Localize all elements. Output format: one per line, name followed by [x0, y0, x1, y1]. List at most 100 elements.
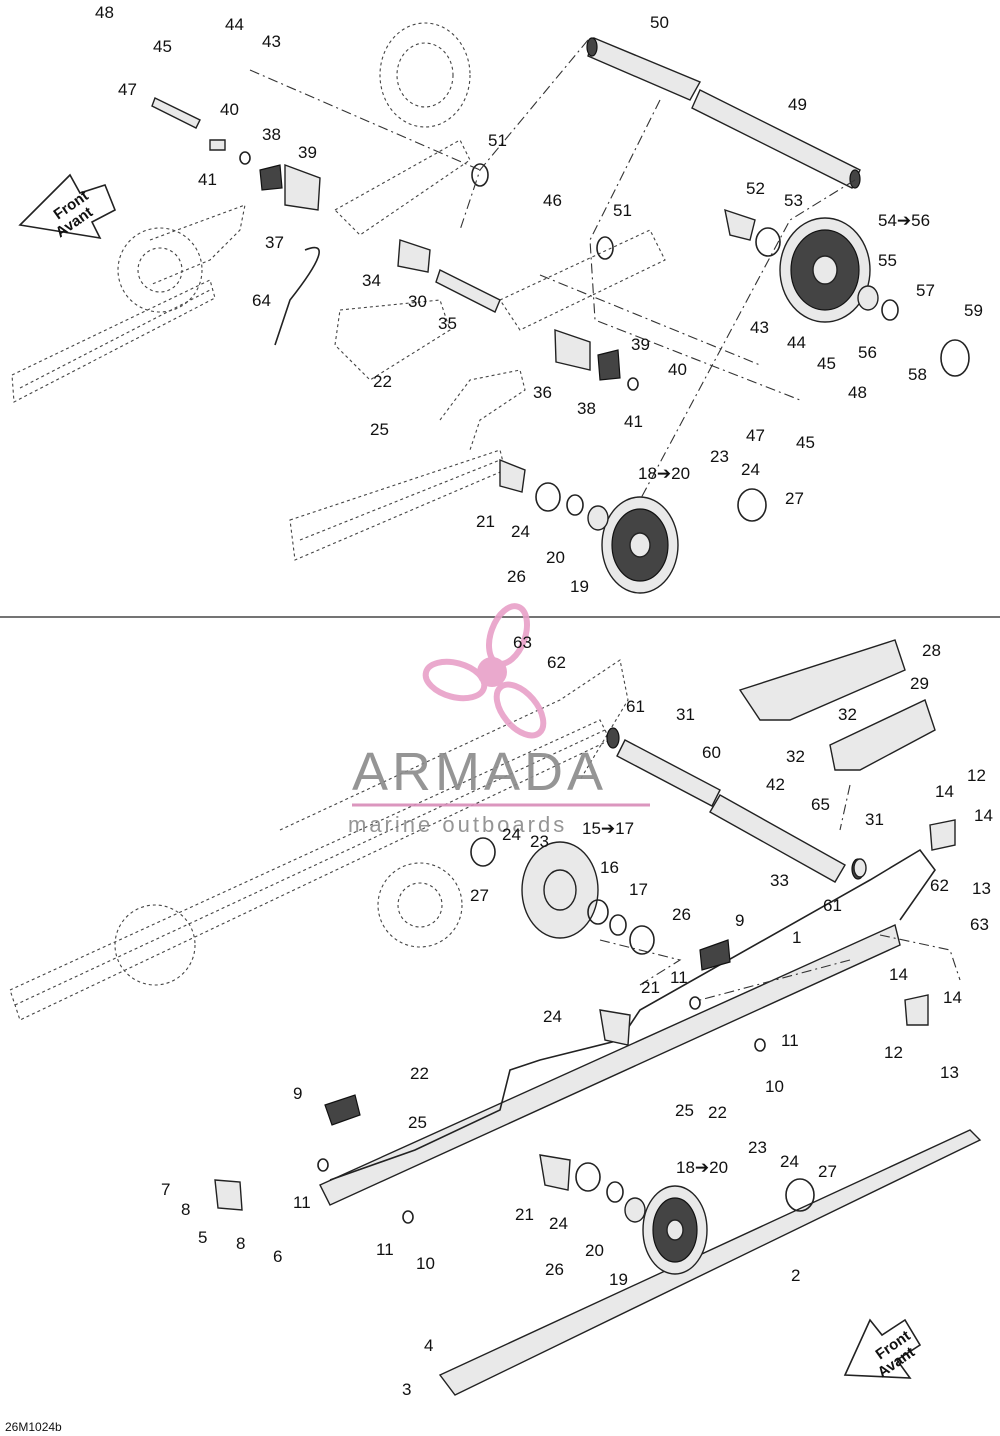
part-callout-label: 59 — [964, 301, 983, 320]
part-callout-label: 47 — [746, 426, 765, 445]
part-callout-label: 27 — [785, 489, 804, 508]
part-callout-label: 34 — [362, 271, 381, 290]
part-callout-label: 26 — [672, 905, 691, 924]
top-assembly — [11, 22, 970, 594]
part-callout-label: 61 — [823, 896, 842, 915]
part-callout-label: 45 — [796, 433, 815, 452]
idler-wheel-54 — [779, 217, 871, 323]
part-callout-label: 18➔20 — [638, 464, 690, 483]
track-rail-ghost-top-left — [11, 204, 246, 403]
part-callout-label: 56 — [858, 343, 877, 362]
part-callout-label: 22 — [708, 1103, 727, 1122]
part-callout-label: 21 — [515, 1205, 534, 1224]
part-callout-label: 13 — [972, 879, 991, 898]
part-callout-label: 51 — [613, 201, 632, 220]
part-callout-label: 4 — [424, 1336, 433, 1355]
part-callout-label: 14 — [943, 988, 962, 1007]
part-callout-label: 64 — [252, 291, 271, 310]
part-callout-label: 45 — [817, 354, 836, 373]
part-callout-label: 54➔56 — [878, 211, 930, 230]
assembly-lines-bottom — [599, 784, 961, 1001]
part-callout-label: 5 — [198, 1228, 207, 1247]
part-callout-label: 26 — [545, 1260, 564, 1279]
part-callout-label: 9 — [293, 1084, 302, 1103]
part-callout-label: 25 — [408, 1113, 427, 1132]
part-callout-label: 43 — [750, 318, 769, 337]
sprocket-ghost-top — [379, 22, 471, 128]
part-callout-label: 24 — [549, 1214, 568, 1233]
wheel-18-20-bottom — [642, 1185, 708, 1275]
part-callout-label: 11 — [670, 968, 688, 987]
propeller-logo — [422, 603, 547, 739]
part-callout-label: 14 — [889, 965, 908, 984]
part-callout-label: 31 — [865, 810, 884, 829]
part-callout-label: 51 — [488, 131, 507, 150]
part-callout-label: 24 — [543, 1007, 562, 1026]
part-callout-label: 55 — [878, 251, 897, 270]
shock-33 — [709, 794, 865, 883]
part-callout-label: 16 — [600, 858, 619, 877]
part-callout-label: 25 — [675, 1101, 694, 1120]
part-callout-label: 27 — [818, 1162, 837, 1181]
part-callout-label: 58 — [908, 365, 927, 384]
idler-wheel-18-top — [601, 496, 679, 594]
part-callout-label: 50 — [650, 13, 669, 32]
part-callout-label: 61 — [626, 697, 645, 716]
part-callout-label: 2 — [791, 1266, 800, 1285]
watermark-title: ARMADA — [352, 742, 607, 802]
part-callout-label: 7 — [161, 1180, 170, 1199]
part-callout-label: 21 — [641, 978, 660, 997]
part-callout-label: 52 — [746, 179, 765, 198]
part-callout-label: 35 — [438, 314, 457, 333]
shaft-50 — [586, 37, 701, 101]
blocks-top — [151, 97, 756, 493]
part-callout-label: 29 — [910, 674, 929, 693]
part-callout-label: 24 — [780, 1152, 799, 1171]
part-callout-label: 25 — [370, 420, 389, 439]
part-callout-label: 57 — [916, 281, 935, 300]
front-arrow-top — [18, 173, 117, 240]
part-callout-label: 40 — [220, 100, 239, 119]
part-callout-label: 43 — [262, 32, 281, 51]
part-callout-label: 65 — [811, 795, 830, 814]
part-callout-label: 24 — [502, 825, 521, 844]
part-callout-label: 46 — [543, 191, 562, 210]
part-callout-label: 37 — [265, 233, 284, 252]
part-callout-label: 23 — [710, 447, 729, 466]
part-callout-label: 42 — [766, 775, 785, 794]
part-callout-label: 8 — [181, 1200, 190, 1219]
part-callout-label: 26 — [507, 567, 526, 586]
part-callout-label: 28 — [922, 641, 941, 660]
part-callout-label: 6 — [273, 1247, 282, 1266]
part-callout-label: 31 — [676, 705, 695, 724]
part-callout-label: 63 — [513, 633, 532, 652]
watermark: ARMADA marine outboards — [348, 603, 650, 837]
part-callout-label: 63 — [970, 915, 989, 934]
front-arrow-bottom — [843, 1318, 922, 1379]
part-callout-label: 11 — [293, 1193, 311, 1212]
part-callout-label: 22 — [410, 1064, 429, 1083]
part-callout-label: 38 — [262, 125, 281, 144]
callouts-top: 484544434740383941375049514651525354➔565… — [95, 3, 983, 596]
washers-bottom — [317, 837, 867, 1224]
shaft-49 — [691, 89, 861, 189]
part-callout-label: 32 — [838, 705, 857, 724]
part-callout-label: 36 — [533, 383, 552, 402]
part-callout-label: 14 — [935, 782, 954, 801]
part-callout-label: 30 — [408, 292, 427, 311]
part-callout-label: 24 — [741, 460, 760, 479]
part-callout-label: 12 — [967, 766, 986, 785]
part-callout-label: 20 — [546, 548, 565, 567]
slider-2 — [438, 1129, 982, 1396]
part-callout-label: 22 — [373, 372, 392, 391]
part-callout-label: 10 — [416, 1254, 435, 1273]
part-callout-label: 19 — [609, 1270, 628, 1289]
part-callout-label: 53 — [784, 191, 803, 210]
part-callout-label: 41 — [624, 412, 643, 431]
part-callout-label: 62 — [930, 876, 949, 895]
part-callout-label: 60 — [702, 743, 721, 762]
part-callout-label: 10 — [765, 1077, 784, 1096]
part-callout-label: 23 — [530, 832, 549, 851]
part-callout-label: 13 — [940, 1063, 959, 1082]
